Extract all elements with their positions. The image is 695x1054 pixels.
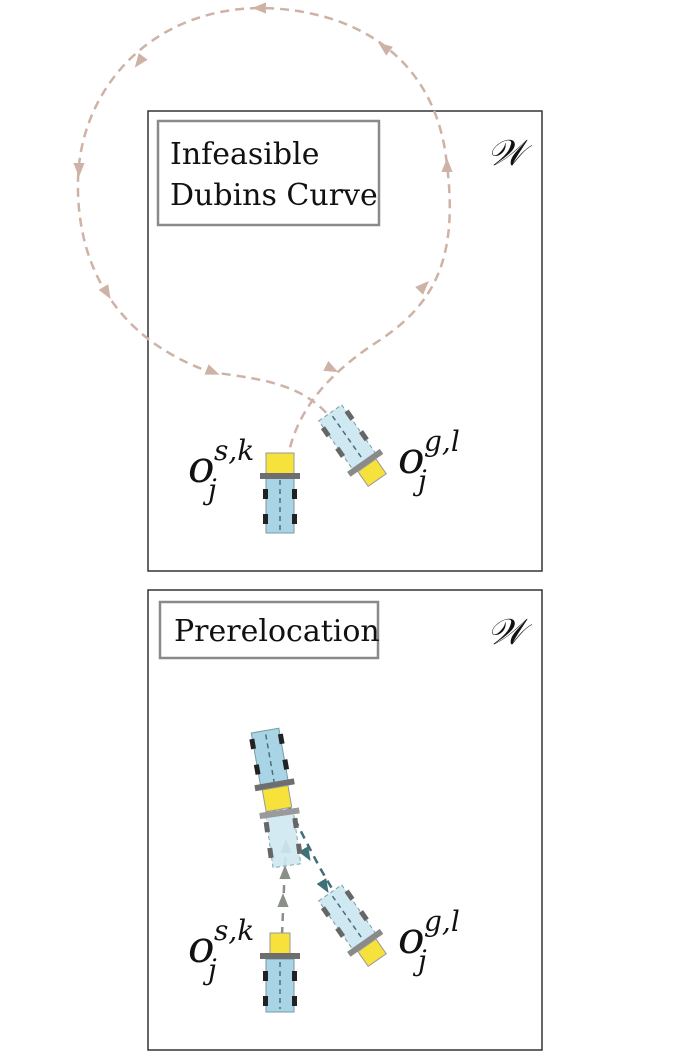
panel-label-line-1: Prerelocation <box>174 614 380 649</box>
panel-label-line-2: Dubins Curve <box>170 178 378 213</box>
goal-label-base: o <box>398 913 425 964</box>
start-label-sup: s,k <box>214 434 254 467</box>
start-label: o s,k j <box>188 914 254 986</box>
relocated-vehicle <box>249 727 295 813</box>
goal-label-base: o <box>398 433 425 484</box>
start-vehicle <box>260 932 300 1013</box>
prerelocation-path-forward <box>280 839 288 936</box>
dubins-curve-path <box>76 6 451 463</box>
start-label-base: o <box>188 442 215 493</box>
goal-vehicle <box>318 404 387 488</box>
panel-label-box <box>156 119 381 227</box>
dubins-arrow <box>378 42 393 56</box>
workspace-symbol: 𝒲 <box>487 612 533 653</box>
dubins-arrow <box>323 360 339 373</box>
goal-label-sup: g,l <box>424 425 460 458</box>
workspace-symbol: 𝒲 <box>487 133 533 174</box>
workspace-frame <box>147 589 543 1051</box>
panel-label-line-1: Infeasible <box>170 137 319 172</box>
panel-prerelocation: Prerelocation 𝒲 <box>147 589 543 1051</box>
prerelocation-arrow <box>316 878 329 894</box>
workspace-frame <box>147 110 543 572</box>
panel-label-box <box>158 600 380 660</box>
start-vehicle <box>260 452 300 534</box>
goal-label-sup: g,l <box>424 905 460 938</box>
dubins-arrow <box>98 284 111 300</box>
dubins-arrow <box>204 364 220 375</box>
goal-vehicle <box>318 884 387 968</box>
panel-infeasible: Infeasible Dubins Curve 𝒲 <box>73 2 543 572</box>
prerelocation-arrow <box>298 846 311 862</box>
start-label: o s,k j <box>188 434 254 506</box>
dubins-arrow <box>134 53 148 68</box>
start-label-sup: s,k <box>214 914 254 947</box>
goal-label: o g,l j <box>398 905 460 977</box>
start-label-base: o <box>188 922 215 973</box>
intermediate-vehicle <box>259 807 303 869</box>
goal-label: o g,l j <box>398 425 460 497</box>
dubins-arrow <box>415 281 429 295</box>
